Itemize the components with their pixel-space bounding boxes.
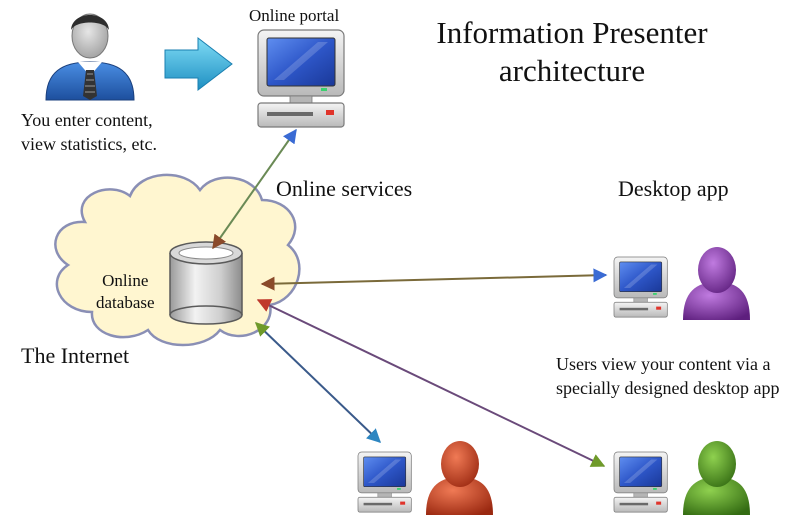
admin-caption-line-2: view statistics, etc.	[21, 134, 157, 154]
database-label-line-2: database	[96, 293, 155, 312]
admin-caption: You enter content, view statistics, etc.	[21, 108, 157, 156]
desktop-monitor-green-icon	[613, 451, 668, 513]
arrow-database-desktop-green	[256, 299, 606, 467]
end-user-red-icon	[426, 441, 493, 515]
big-right-arrow-icon	[164, 36, 233, 92]
users-note: Users view your content via a specially …	[556, 352, 779, 400]
end-user-green-icon	[683, 441, 750, 515]
database-label: Online database	[96, 270, 155, 314]
desktop-monitor-purple-icon	[613, 256, 668, 318]
arrow-database-portal	[212, 128, 297, 250]
diagram-title: Information Presenter architecture	[402, 14, 742, 90]
database-icon	[169, 241, 243, 325]
online-services-label: Online services	[276, 176, 413, 201]
admin-caption-line-1: You enter content,	[21, 110, 153, 130]
desktop-monitor-red-icon	[357, 451, 412, 513]
users-note-line-2: specially designed desktop app	[556, 378, 780, 398]
arrow-database-desktop-red	[254, 322, 382, 443]
desktop-app-label: Desktop app	[618, 176, 729, 201]
end-user-purple-icon	[683, 247, 750, 320]
internet-label: The Internet	[21, 343, 130, 368]
title-line-1: Information Presenter	[436, 15, 708, 50]
users-note-line-1: Users view your content via a	[556, 354, 771, 374]
admin-user-icon	[45, 13, 135, 101]
portal-label: Online portal	[249, 6, 340, 25]
arrow-database-desktop-purple	[260, 268, 608, 291]
database-label-line-1: Online	[102, 271, 149, 290]
portal-monitor-icon	[257, 29, 345, 128]
title-line-2: architecture	[498, 53, 646, 88]
